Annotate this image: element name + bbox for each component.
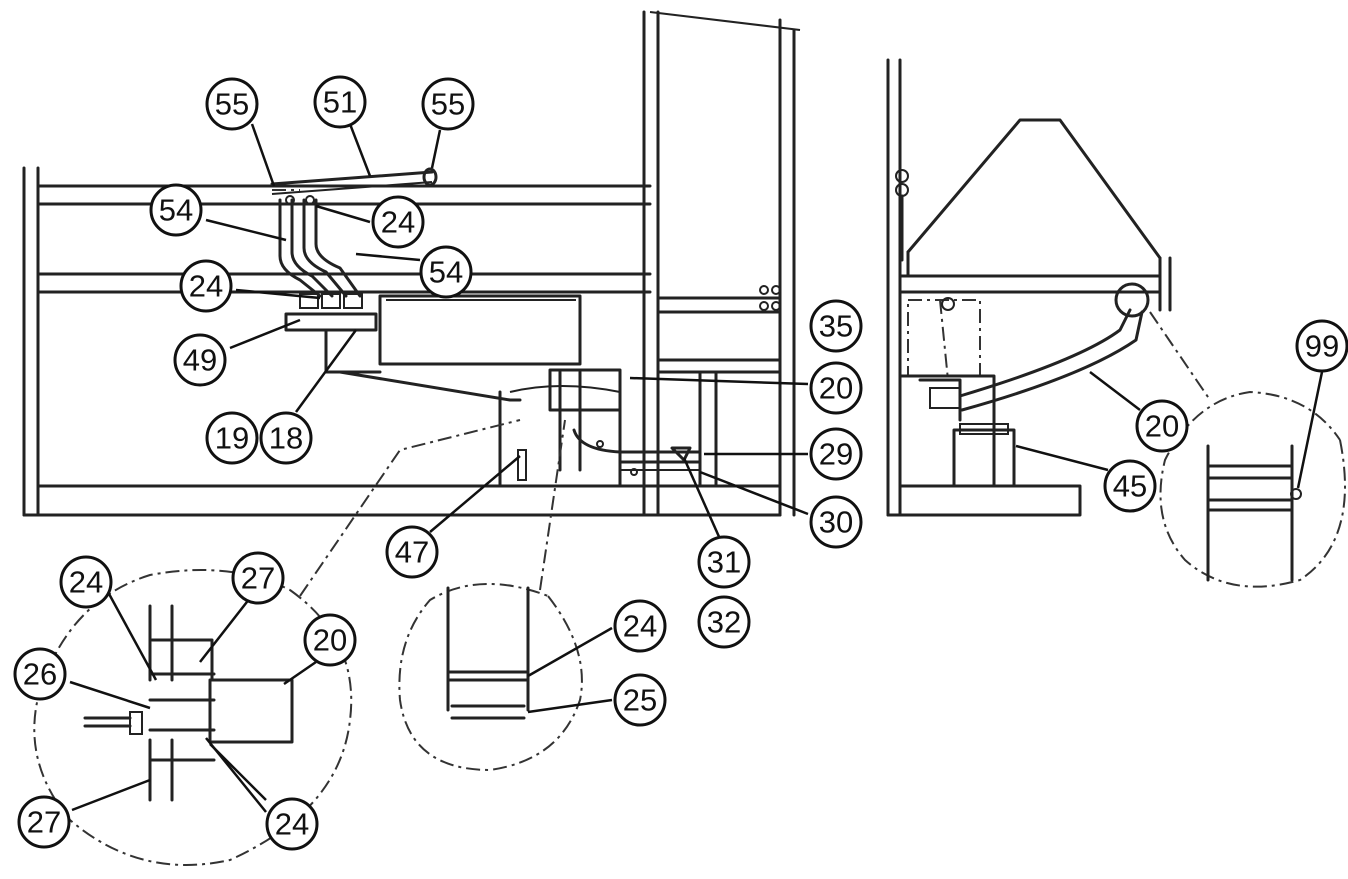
callout: 54 [419, 245, 473, 299]
svg-text:30: 30 [819, 505, 853, 540]
svg-text:32: 32 [707, 605, 741, 640]
right-unit [886, 58, 1211, 517]
callout: 55 [421, 77, 475, 131]
callout: 54 [149, 183, 203, 237]
svg-text:24: 24 [381, 205, 415, 240]
svg-text:27: 27 [241, 561, 275, 596]
svg-text:25: 25 [623, 683, 657, 718]
svg-text:24: 24 [623, 609, 657, 644]
leader-lines [69, 123, 1324, 813]
top-rod-assembly [270, 167, 438, 298]
callout: 24 [265, 797, 319, 851]
callout: 27 [17, 795, 71, 849]
callout: 20 [809, 361, 863, 415]
svg-text:55: 55 [215, 87, 249, 122]
callout-bubbles: 55 51 55 54 24 54 24 49 19 18 20 35 29 3… [13, 75, 1348, 851]
tank [284, 293, 582, 402]
drain-cup [498, 368, 702, 488]
callout: 49 [173, 333, 227, 387]
svg-text:27: 27 [27, 805, 61, 840]
callout: 47 [385, 525, 439, 579]
callout: 25 [613, 673, 667, 727]
svg-text:29: 29 [819, 437, 853, 472]
svg-text:55: 55 [431, 87, 465, 122]
callout: 24 [179, 259, 233, 313]
svg-text:31: 31 [707, 545, 741, 580]
callout: 99 [1295, 319, 1348, 373]
svg-text:19: 19 [215, 421, 249, 456]
callout: 20 [1135, 399, 1189, 453]
svg-text:26: 26 [23, 657, 57, 692]
callout: 35 [809, 299, 863, 353]
callout: 55 [205, 77, 259, 131]
svg-text:51: 51 [323, 85, 357, 120]
svg-text:18: 18 [269, 421, 303, 456]
callout: 51 [313, 75, 367, 129]
main-frame [22, 10, 801, 517]
svg-text:54: 54 [429, 255, 463, 290]
callout: 29 [809, 427, 863, 481]
detail-view-center [398, 419, 583, 772]
callout: 26 [13, 647, 67, 701]
callout: 19 [205, 411, 259, 465]
callout: 24 [59, 555, 113, 609]
svg-text:49: 49 [183, 343, 217, 378]
callout: 30 [809, 495, 863, 549]
svg-text:24: 24 [189, 269, 223, 304]
svg-text:24: 24 [69, 565, 103, 600]
svg-text:20: 20 [1145, 409, 1179, 444]
callout: 24 [613, 599, 667, 653]
svg-text:99: 99 [1305, 329, 1339, 364]
callout: 31 [697, 535, 751, 589]
callout: 27 [231, 551, 285, 605]
callout: 20 [303, 613, 357, 667]
callout: 32 [697, 595, 751, 649]
svg-text:24: 24 [275, 807, 309, 842]
svg-text:54: 54 [159, 193, 193, 228]
svg-text:47: 47 [395, 535, 429, 570]
detail-view-right [1159, 390, 1346, 588]
callout: 18 [259, 411, 313, 465]
svg-text:20: 20 [819, 371, 853, 406]
callout: 45 [1103, 459, 1157, 513]
svg-text:20: 20 [313, 623, 347, 658]
svg-text:35: 35 [819, 309, 853, 344]
svg-text:45: 45 [1113, 469, 1147, 504]
callout: 24 [371, 195, 425, 249]
